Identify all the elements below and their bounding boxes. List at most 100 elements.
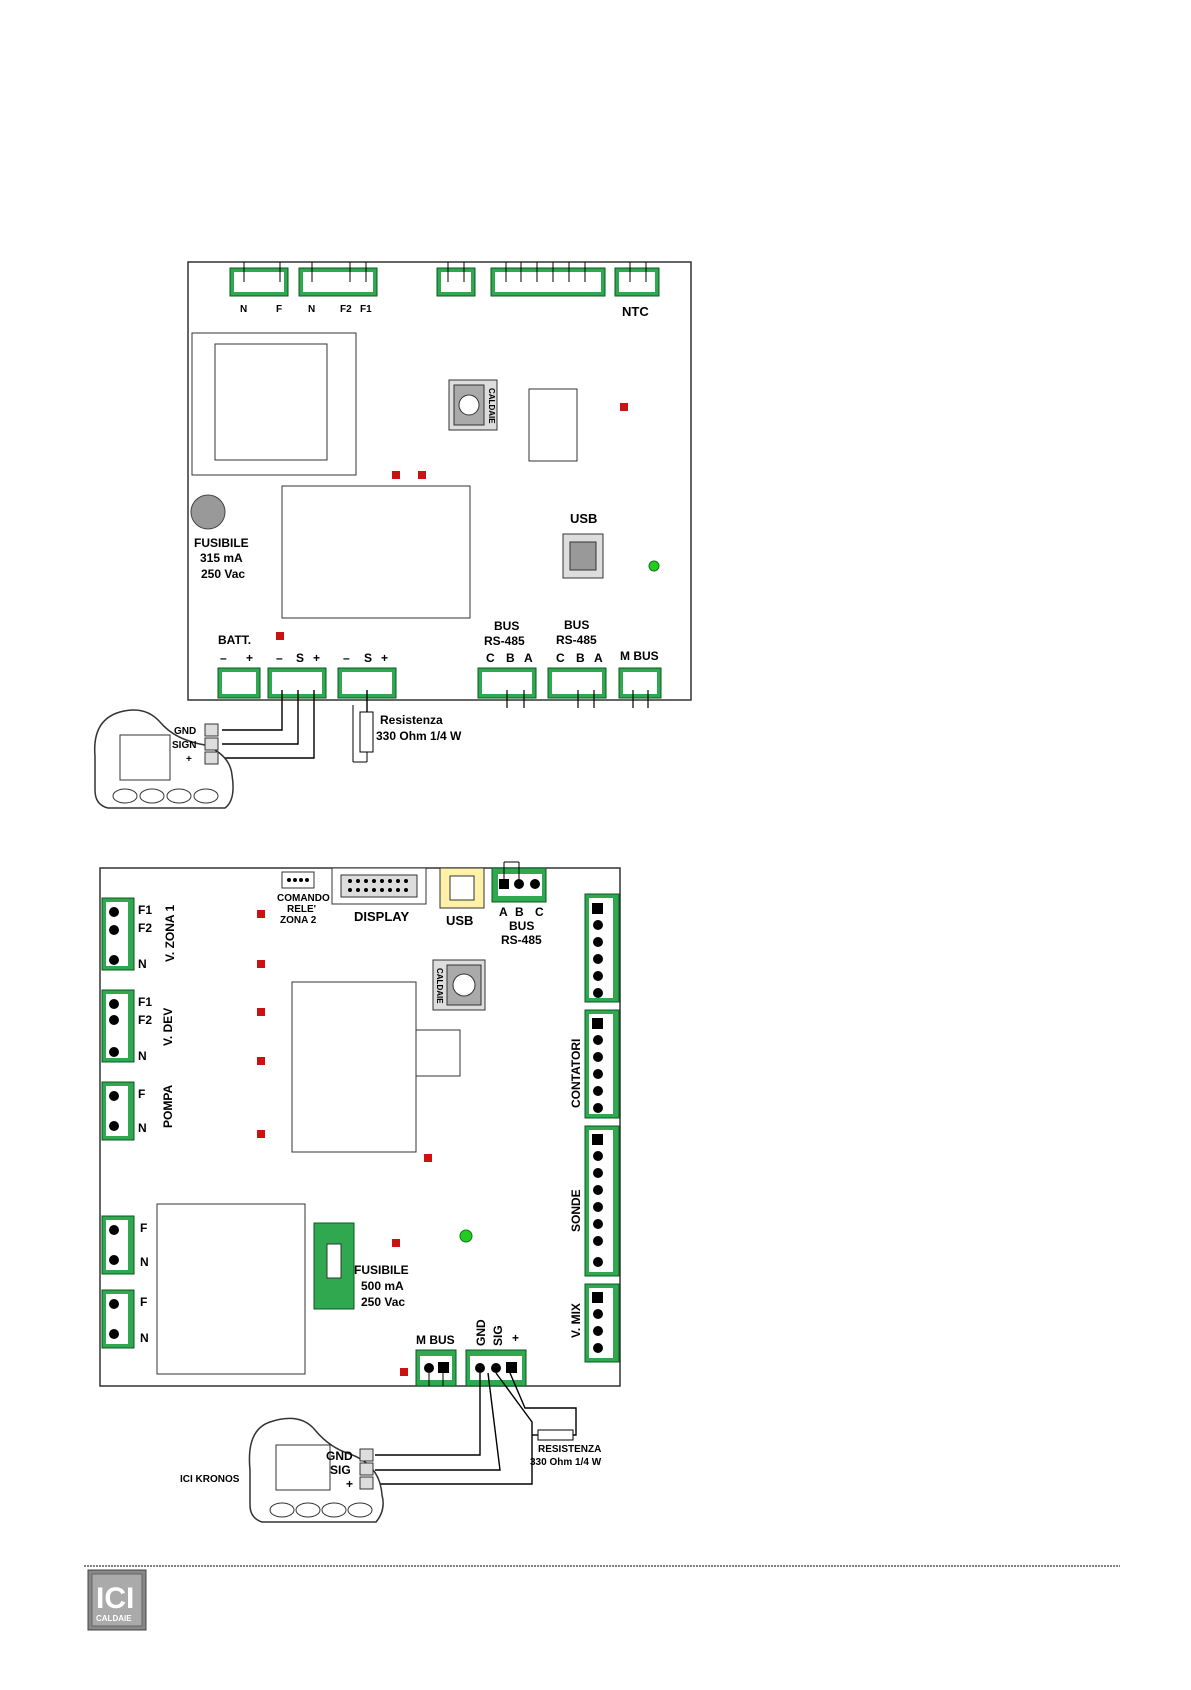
vmix-label: V. MIX <box>569 1303 583 1338</box>
usb-label-1: USB <box>570 511 597 526</box>
bus-pin-c: C <box>535 905 544 919</box>
resistor-value-2: 330 Ohm 1/4 W <box>530 1457 602 1468</box>
led-red <box>620 403 628 411</box>
relay-1 <box>528 388 578 462</box>
batt-minus: – <box>220 651 227 665</box>
sig-sig-label: SIG <box>491 1325 505 1346</box>
sig2-plus: + <box>381 651 388 665</box>
label-ntc: NTC <box>622 304 649 319</box>
caldaie-text-1: CALDAIE <box>487 388 496 424</box>
terminal-right-1 <box>584 893 620 1003</box>
bus2-b: B <box>576 651 585 665</box>
fuse-label-1: FUSIBILE <box>194 536 249 550</box>
terminal-top-mid <box>436 262 476 297</box>
ici-caldaie-logo: ICI CALDAIE <box>87 1569 147 1631</box>
terminal-vzona1: F1 F2 N V. ZONA 1 <box>101 897 177 971</box>
c5-f: F <box>140 1295 147 1309</box>
vdev-label: V. DEV <box>161 1008 175 1046</box>
fuse-voltage-2: 250 Vac <box>361 1295 405 1309</box>
fuse-label-2: FUSIBILE <box>354 1263 409 1277</box>
sig2-minus: – <box>343 651 350 665</box>
wiring-1 <box>222 690 368 759</box>
batt-plus: + <box>246 651 253 665</box>
pompa-n: N <box>138 1121 147 1135</box>
c4-f: F <box>140 1221 147 1235</box>
bus1-a: A <box>524 651 533 665</box>
bus-title-2: BUS <box>509 919 534 933</box>
caldaie-text-2: CALDAIE <box>435 968 444 1004</box>
remote1-gnd: GND <box>174 726 196 737</box>
bus-pin-b: B <box>515 905 524 919</box>
led-red <box>257 910 265 918</box>
label-n2: N <box>308 304 315 315</box>
terminal-n-f: N F <box>229 262 289 315</box>
remote2-gnd: GND <box>326 1449 353 1463</box>
led-red <box>400 1368 408 1376</box>
caldaie-button-1: CALDAIE <box>448 379 498 431</box>
caldaie-button-2: CALDAIE <box>432 959 486 1011</box>
terminal-vdev: F1 F2 N V. DEV <box>101 989 175 1063</box>
remote-controller-2: GND SIG + ICI KRONOS <box>180 1417 384 1523</box>
vdev-n: N <box>138 1049 147 1063</box>
heatsink-2 <box>415 1029 461 1077</box>
comando-label: COMANDO <box>277 893 330 904</box>
remote2-sig: SIG <box>330 1463 351 1477</box>
contatori-label: CONTATORI <box>569 1039 583 1108</box>
zona2-label: ZONA 2 <box>280 915 317 926</box>
bus2-title: BUS <box>564 618 589 632</box>
label-f: F <box>276 304 282 315</box>
c4-n: N <box>140 1255 149 1269</box>
transformer-2 <box>156 1203 306 1375</box>
resistor-2 <box>537 1429 574 1441</box>
bus-pin-a: A <box>499 905 508 919</box>
bus1-b: B <box>506 651 515 665</box>
remote1-sign: SIGN <box>172 740 196 751</box>
led-green <box>459 1229 473 1243</box>
vzona1-f1: F1 <box>138 903 152 917</box>
led-red <box>257 1130 265 1138</box>
sig2-s: S <box>364 651 372 665</box>
remote2-name: ICI KRONOS <box>180 1474 240 1485</box>
pompa-f: F <box>138 1087 145 1101</box>
label-n: N <box>240 304 247 315</box>
terminal-ntc: NTC <box>614 262 660 319</box>
fuse-voltage-1: 250 Vac <box>201 567 245 581</box>
resistor-1 <box>359 711 374 753</box>
label-f1: F1 <box>360 304 372 315</box>
board-1: N F N F2 F1 <box>93 261 692 809</box>
sig-minus: – <box>276 651 283 665</box>
led-red <box>392 471 400 479</box>
board-1-outline <box>187 261 692 701</box>
remote2-plus: + <box>346 1477 353 1491</box>
sig-s: S <box>296 651 304 665</box>
logo-sub: CALDAIE <box>96 1614 132 1623</box>
led-red <box>418 471 426 479</box>
led-red <box>257 1057 265 1065</box>
main-chip-2 <box>291 981 417 1153</box>
terminal-pompa: F N POMPA <box>101 1081 175 1141</box>
terminal-c4: F N <box>101 1215 149 1275</box>
comando-connector <box>281 871 315 889</box>
batt-label: BATT. <box>218 633 251 647</box>
led-red <box>392 1239 400 1247</box>
label-f2: F2 <box>340 304 352 315</box>
pompa-label: POMPA <box>161 1085 175 1128</box>
usb-label-2: USB <box>446 913 473 928</box>
rele-label: RELE' <box>287 904 316 915</box>
bus2-a: A <box>594 651 603 665</box>
resistor-label-1: Resistenza <box>380 713 443 727</box>
led-red <box>424 1154 432 1162</box>
led-red <box>276 632 284 640</box>
wiring-2 <box>375 1372 577 1485</box>
fuse-rating-1: 315 mA <box>200 551 243 565</box>
bus1-title: BUS <box>494 619 519 633</box>
vzona1-label: V. ZONA 1 <box>163 905 177 962</box>
resistor-label-2: RESISTENZA <box>538 1444 601 1455</box>
led-red <box>257 1008 265 1016</box>
c5-n: N <box>140 1331 149 1345</box>
terminal-vmix: V. MIX <box>569 1283 620 1363</box>
fuse-holder-1 <box>190 494 226 530</box>
fuse-rating-2: 500 mA <box>361 1279 404 1293</box>
sonde-label: SONDE <box>569 1189 583 1232</box>
bus2-c: C <box>556 651 565 665</box>
